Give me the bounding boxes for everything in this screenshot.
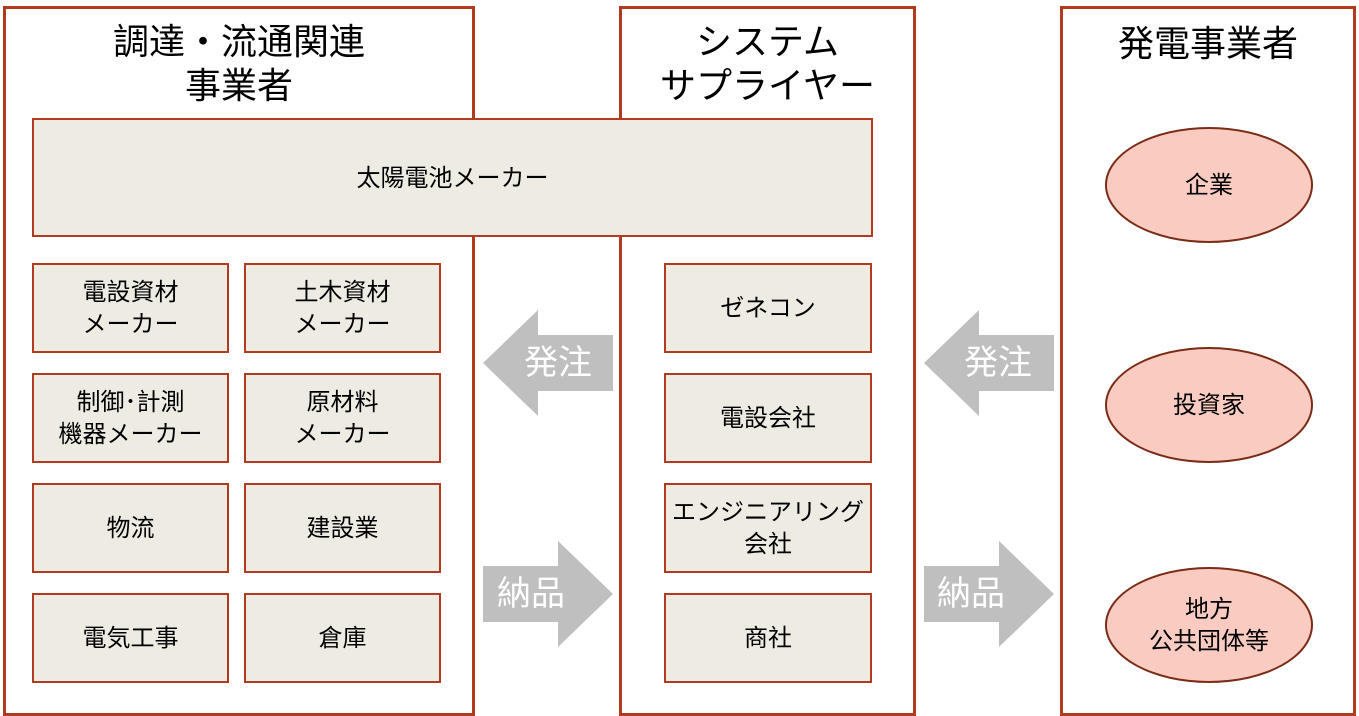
order-arrow-right-label: 発注 <box>964 343 1032 383</box>
order-arrow-left-shape <box>483 310 613 416</box>
generator-oval-company: 企業 <box>1105 127 1313 243</box>
generator-column-title: 発電事業者 <box>1117 24 1298 65</box>
order-arrow-right-shape <box>924 310 1054 416</box>
delivery-arrow-right: 納品 <box>924 541 1054 647</box>
procurement-box-control-instruments: 制御･計測 機器メーカー <box>32 373 229 463</box>
order-arrow-right: 発注 <box>924 310 1054 416</box>
generator-column: 発電事業者 <box>1060 6 1356 716</box>
supplier-box-trading-company: 商社 <box>664 593 872 683</box>
order-arrow-left-label: 発注 <box>524 343 592 383</box>
delivery-arrow-left-shape <box>483 541 613 647</box>
procurement-box-construction: 建設業 <box>244 483 441 573</box>
supplier-column-title: システム サプライヤー <box>660 22 875 107</box>
order-arrow-left: 発注 <box>483 310 613 416</box>
generator-oval-investor: 投資家 <box>1105 347 1313 463</box>
delivery-arrow-right-label: 納品 <box>937 574 1005 614</box>
procurement-box-warehouse: 倉庫 <box>244 593 441 683</box>
delivery-arrow-right-shape <box>924 541 1054 647</box>
procurement-column-title: 調達・流通関連 事業者 <box>112 22 365 107</box>
procurement-box-electrical-work: 電気工事 <box>32 593 229 683</box>
supplier-box-electrical-company: 電設会社 <box>664 373 872 463</box>
supplier-box-general-contractor: ゼネコン <box>664 263 872 353</box>
solar-cell-maker-banner: 太陽電池メーカー <box>32 118 873 237</box>
supplier-box-engineering-company: エンジニアリング 会社 <box>664 483 872 573</box>
procurement-box-raw-materials: 原材料 メーカー <box>244 373 441 463</box>
procurement-box-electrical-materials: 電設資材 メーカー <box>32 263 229 353</box>
procurement-box-logistics: 物流 <box>32 483 229 573</box>
generator-oval-local-government: 地方 公共団体等 <box>1105 567 1313 683</box>
procurement-box-civil-materials: 土木資材 メーカー <box>244 263 441 353</box>
delivery-arrow-left-label: 納品 <box>497 574 565 614</box>
delivery-arrow-left: 納品 <box>483 541 613 647</box>
